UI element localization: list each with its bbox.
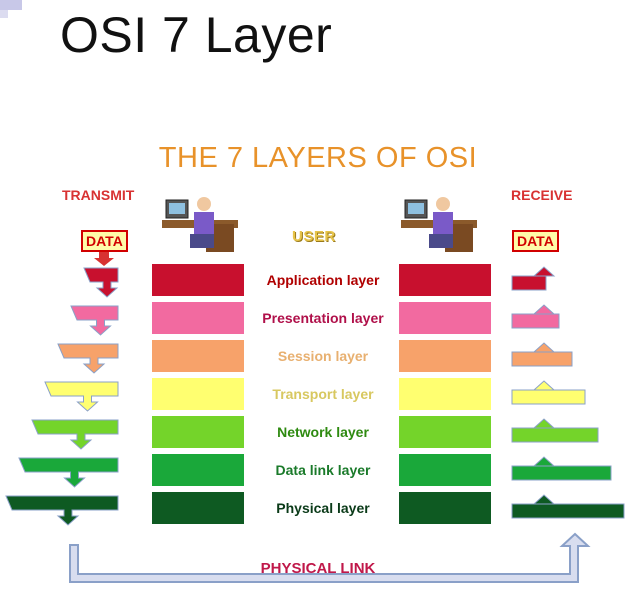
layer-block-left [152, 454, 244, 486]
layer-label: Session layer [250, 348, 396, 364]
receive-arrow-icon [512, 495, 624, 518]
layer-block-right [399, 378, 491, 410]
layer-block-left [152, 416, 244, 448]
layer-block-left [152, 378, 244, 410]
layer-label: Network layer [250, 424, 396, 440]
layer-block-right [399, 340, 491, 372]
user-computer-left-icon [162, 197, 238, 252]
transmit-arrow-icon [84, 268, 118, 297]
data-down-arrow-icon [94, 252, 114, 266]
layer-block-left [152, 492, 244, 524]
transmit-arrow-icon [71, 306, 118, 335]
transmit-arrow-icon [58, 344, 118, 373]
receive-arrow-icon [512, 457, 611, 480]
layer-block-right [399, 302, 491, 334]
user-computer-right-icon [401, 197, 477, 252]
layer-label: Transport layer [250, 386, 396, 402]
layer-block-left [152, 340, 244, 372]
receive-arrow-icon [512, 267, 554, 290]
transmit-arrow-icon [19, 458, 118, 487]
layer-label: Physical layer [250, 500, 396, 516]
layer-label: Application layer [250, 272, 396, 288]
layer-block-right [399, 416, 491, 448]
receive-arrow-icon [512, 305, 559, 328]
layer-block-left [152, 264, 244, 296]
transmit-arrow-icon [6, 496, 118, 525]
layer-label: Data link layer [250, 462, 396, 478]
receive-arrow-icon [512, 381, 585, 404]
layer-block-right [399, 454, 491, 486]
layer-block-right [399, 264, 491, 296]
physical-link-label: PHYSICAL LINK [200, 560, 436, 577]
layer-block-right [399, 492, 491, 524]
transmit-arrow-icon [45, 382, 118, 411]
layer-block-left [152, 302, 244, 334]
transmit-arrow-icon [32, 420, 118, 449]
layer-label: Presentation layer [250, 310, 396, 326]
receive-arrow-icon [512, 343, 572, 366]
receive-arrow-icon [512, 419, 598, 442]
